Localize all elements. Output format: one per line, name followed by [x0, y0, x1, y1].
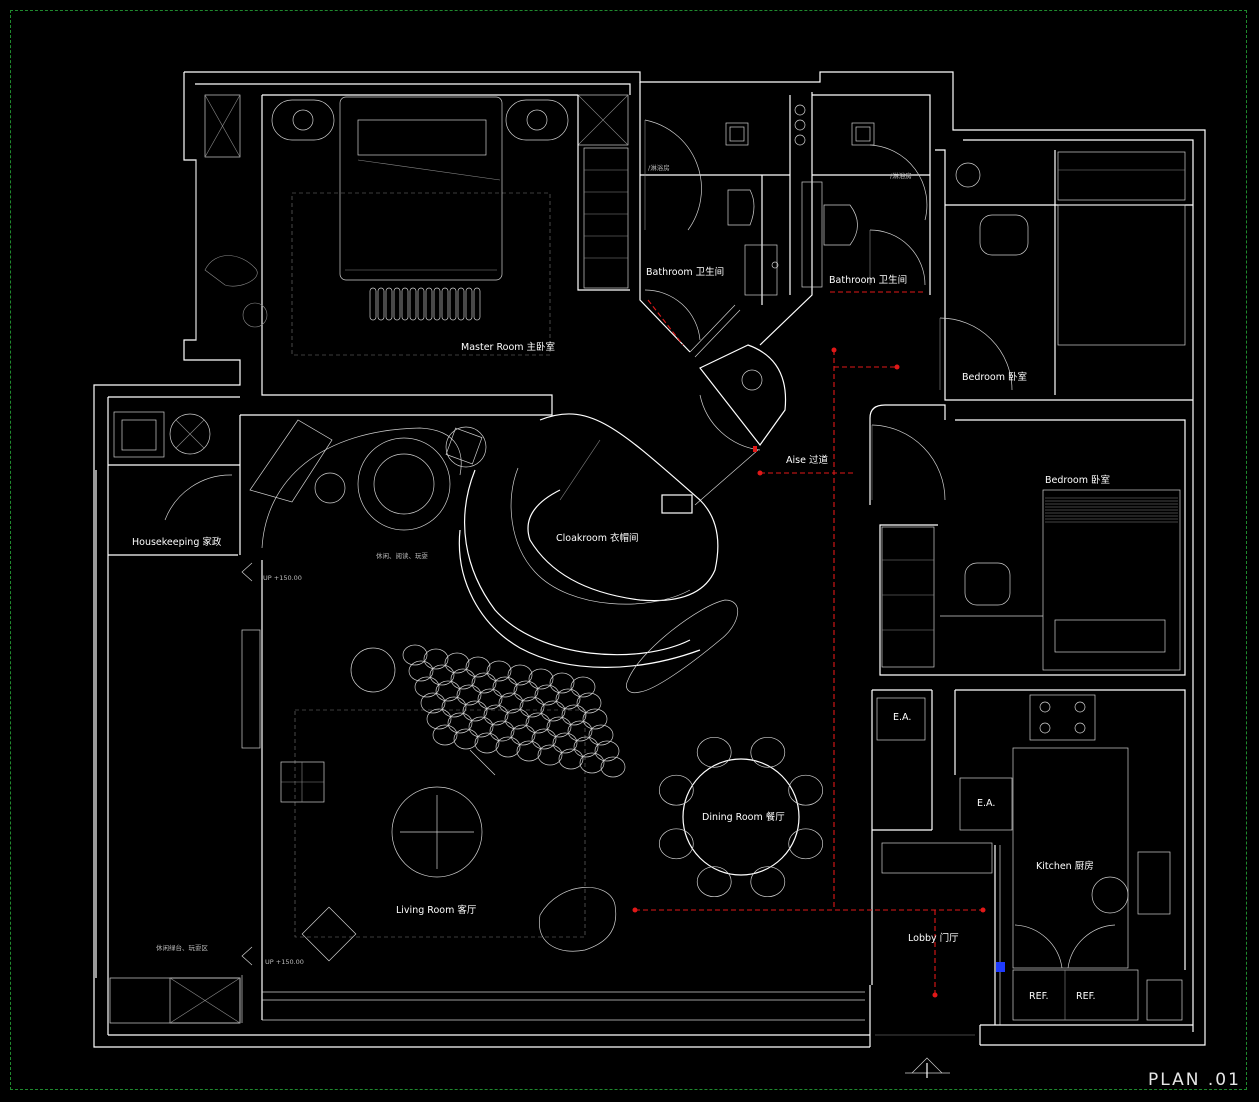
label-ea-2: E.A.	[977, 798, 995, 809]
circulation-path	[632, 347, 986, 998]
label-bedroom-2: Bedroom 卧室	[1045, 474, 1110, 486]
bedroom-1	[935, 149, 1193, 401]
dining-room	[658, 736, 824, 898]
bedroom-2	[879, 419, 1186, 676]
label-shower-2: /淋浴房	[890, 171, 912, 180]
label-master-room: Master Room 主卧室	[461, 341, 555, 353]
drawing-frame	[10, 10, 1247, 1090]
label-living-room: Living Room 客厅	[396, 904, 477, 916]
label-bathroom-1: Bathroom 卫生间	[646, 266, 724, 278]
label-aise: Aise 过道	[786, 454, 828, 466]
label-cloakroom: Cloakroom 衣帽间	[556, 532, 639, 544]
label-lobby: Lobby 门厅	[908, 932, 959, 944]
master-room	[195, 94, 630, 416]
aise	[661, 344, 946, 514]
exterior-walls	[93, 71, 1206, 1048]
note-level-1: UP +150.00	[263, 574, 302, 582]
label-bathroom-2: Bathroom 卫生间	[829, 274, 907, 286]
housekeeping	[95, 411, 241, 978]
note-level-2: UP +150.00	[265, 958, 304, 966]
window-sills	[109, 975, 865, 1024]
bathrooms	[639, 82, 931, 358]
level-arrow-icon	[241, 562, 253, 582]
note-leisure-1: 休闲、阅读、玩耍	[376, 551, 429, 560]
living-room	[241, 413, 739, 1020]
label-ref-1: REF.	[1029, 991, 1049, 1002]
label-kitchen: Kitchen 厨房	[1036, 860, 1094, 872]
entry-marker-icon	[905, 1057, 950, 1078]
label-housekeeping: Housekeeping 家政	[132, 536, 222, 548]
label-bedroom-1: Bedroom 卧室	[962, 371, 1027, 383]
label-shower-1: /淋浴房	[648, 163, 670, 172]
label-ref-2: REF.	[1076, 991, 1096, 1002]
label-ea-1: E.A.	[893, 712, 911, 723]
plan-title: PLAN .01	[1148, 1070, 1241, 1090]
kitchen	[869, 689, 1193, 1047]
label-dining-room: Dining Room 餐厅	[702, 811, 785, 823]
note-leisure-2: 休闲绿台、玩耍区	[156, 943, 209, 952]
level-arrow-icon	[241, 946, 253, 966]
